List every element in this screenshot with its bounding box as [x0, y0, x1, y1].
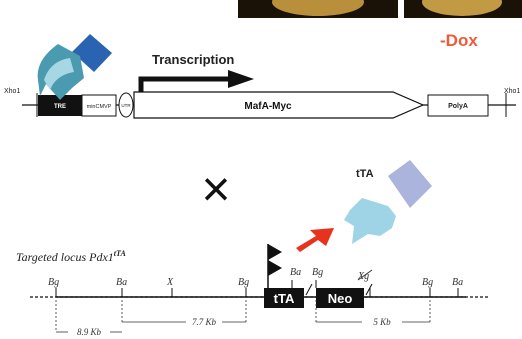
- site-label: Bg: [238, 277, 249, 288]
- polya-label: PolyA: [448, 103, 468, 110]
- mafa-myc-arrow: [133, 91, 425, 119]
- mafa-myc-label: MafA-Myc: [244, 101, 292, 112]
- targeted-locus-title-text: Targeted locus Pdx1: [16, 250, 114, 264]
- site-label: Ba: [290, 267, 301, 278]
- xho1-right-label: Xho1: [504, 88, 520, 95]
- tta-protein-free-icon: [344, 160, 432, 244]
- marker-tick-1: [305, 283, 313, 296]
- site-label: Ba: [116, 277, 127, 288]
- neo-box-label: Neo: [328, 291, 353, 306]
- site-label: X: [166, 277, 174, 288]
- mincmvp-box: [81, 94, 117, 117]
- transcription-label: Transcription: [152, 52, 234, 67]
- tre-box: [38, 95, 82, 116]
- tre-label: TRE: [54, 104, 66, 110]
- utr-element: [118, 92, 134, 118]
- tta-protein-bound-icon: [37, 34, 112, 100]
- neo-box: [316, 288, 364, 308]
- fragment-8-9kb: [55, 300, 122, 333]
- site-label: Ba: [452, 277, 463, 288]
- fragment-5kb-label: 5 Kb: [373, 317, 391, 327]
- site-label: Bg: [422, 277, 433, 288]
- restriction-sites: [55, 280, 459, 297]
- xho1-left-label: Xho1: [4, 88, 20, 95]
- tta-box-label: tTA: [274, 291, 295, 306]
- marker-tick-2: [365, 283, 373, 296]
- cross-symbol: ×: [201, 161, 230, 217]
- fragment-7-7kb-label: 7.7 Kb: [192, 317, 217, 327]
- photo-right-sample: [422, 0, 502, 16]
- fragment-7-7kb: [121, 300, 247, 323]
- fragment-5kb: [315, 300, 431, 323]
- dox-label: -Dox: [440, 31, 478, 50]
- targeted-locus-title: Targeted locus Pdx1tTA: [16, 249, 126, 264]
- transcription-arrow: [138, 70, 254, 92]
- utr-label: UTR: [121, 103, 131, 108]
- promoter-flags: [267, 244, 282, 290]
- mincmvp-label: minCMVP: [87, 104, 112, 110]
- tta-box: [264, 288, 304, 308]
- tta-protein-label: tTA: [356, 168, 374, 180]
- fragment-8-9kb-label: 8.9 Kb: [77, 327, 102, 337]
- polya-box: [427, 94, 489, 117]
- photo-panels: [238, 0, 522, 18]
- photo-left-sample: [272, 0, 364, 16]
- targeted-locus-title-superscript: tTA: [114, 249, 127, 258]
- red-arrow: [296, 228, 334, 252]
- site-label: Bg: [48, 277, 59, 288]
- site-label: Bg: [312, 267, 323, 278]
- site-strike: [357, 269, 373, 281]
